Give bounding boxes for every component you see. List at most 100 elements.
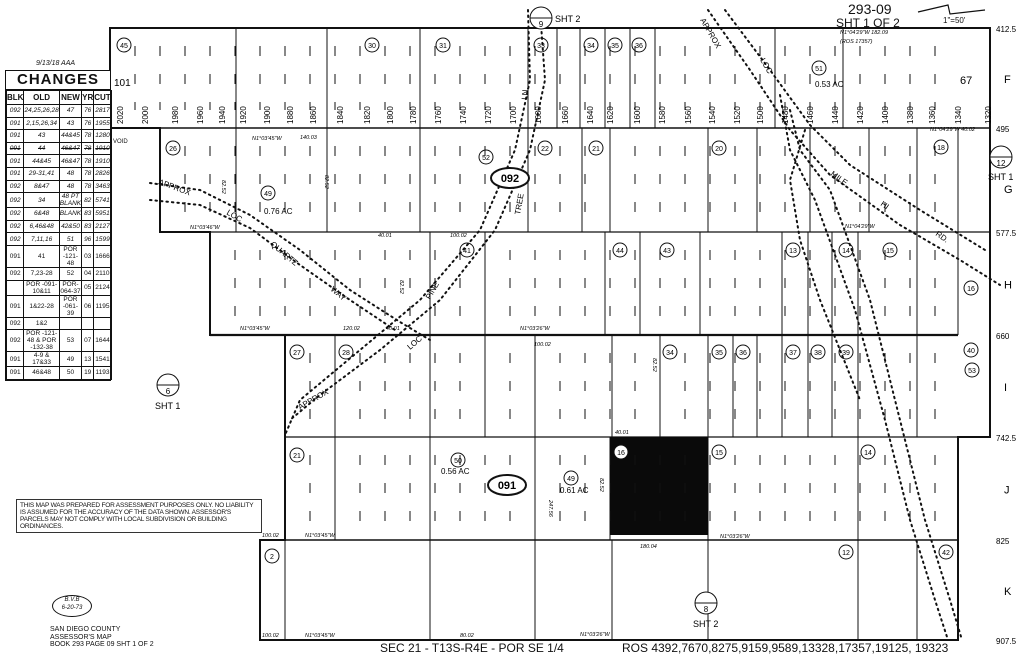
parcel-circle xyxy=(459,242,475,258)
changes-cell-blk: 092 xyxy=(5,207,25,221)
changes-cell-cut: 1541 xyxy=(93,351,112,368)
changes-col-cut: CUT xyxy=(93,90,112,105)
changes-cell-yr: 04 xyxy=(81,266,95,281)
changes-cell-old: 41 xyxy=(23,244,60,268)
changes-cell-old: 1&2 xyxy=(23,316,60,331)
changes-cell-old: 6&48 xyxy=(23,207,60,221)
street-label: APPROX xyxy=(297,387,331,412)
road-mile-hi-rd xyxy=(707,9,1001,286)
parcel-number: 27 xyxy=(293,350,301,357)
sheet-number: SHT 1 OF 2 xyxy=(836,16,900,30)
changes-cell-old: 6,46&48 xyxy=(23,219,60,234)
row-letter-H: H xyxy=(1004,280,1012,292)
changes-cell-blk xyxy=(5,279,25,296)
lot-label-101: 101 xyxy=(114,78,131,89)
parcel-number: 15 xyxy=(715,450,723,457)
lot-number: 1920 xyxy=(239,106,248,124)
change-date-note: 9/13/18 AAA xyxy=(36,60,76,67)
changes-cell-yr: 96 xyxy=(81,232,95,246)
parcel-circle xyxy=(662,344,678,360)
bearing-label: N1°03'26"W xyxy=(580,632,610,638)
changes-cell-yr: 13 xyxy=(81,351,95,368)
lot-number: 1600 xyxy=(633,106,642,124)
changes-cell-old: 44 xyxy=(23,141,60,156)
row-letter-F: F xyxy=(1004,74,1011,86)
changes-cell-new: POR -121-48 xyxy=(58,244,83,268)
changes-cell-blk: 092 xyxy=(5,192,25,209)
bearing-label: N1°03'26"W xyxy=(520,326,550,332)
street-label: LOC xyxy=(406,334,425,352)
changes-cell-new: 48 xyxy=(58,179,83,194)
sheet-ref-label: SHT 1 xyxy=(155,401,180,411)
row-distance: 577.5 xyxy=(996,229,1017,238)
lot-number: 1320 xyxy=(984,106,993,124)
changes-cell-new: 51 xyxy=(58,232,83,246)
parcel-circle xyxy=(933,139,949,155)
bearing-label: 140.03 xyxy=(300,135,318,141)
parcel-circle xyxy=(116,37,132,53)
bearing-label: 100.02 xyxy=(450,233,467,239)
parcel-number: 42 xyxy=(942,550,950,557)
bearing-label: N1°04'29"W xyxy=(845,224,875,230)
parcel-number: 35 xyxy=(611,43,619,50)
parcel-number: 40 xyxy=(967,348,975,355)
changes-cell-yr: 78 xyxy=(81,129,95,143)
bearing-label: (ROS 17357) xyxy=(840,39,873,45)
bearing-label: N1°03'26"W xyxy=(720,534,750,540)
changes-cell-cut: 1193 xyxy=(93,366,112,380)
lot-number: 1460 xyxy=(806,106,815,124)
parcel-circle xyxy=(583,37,599,53)
lot-number: 2020 xyxy=(116,106,125,124)
parcel-number: 51 xyxy=(815,66,823,73)
changes-cell-new: 48 xyxy=(58,166,83,181)
changes-cell-yr: 83 xyxy=(81,207,95,221)
changes-cell-cut: 5741 xyxy=(93,192,112,209)
changes-cell-blk: 092 xyxy=(5,316,25,331)
road-quartz-way-edge xyxy=(149,199,396,331)
changes-cell-new: POR -061-39 xyxy=(58,294,83,318)
changes-cell-yr: 78 xyxy=(81,179,95,194)
sheet-ref-number: 8 xyxy=(704,605,709,614)
lot-number: 1420 xyxy=(856,106,865,124)
changes-cell-cut: 2127 xyxy=(93,219,112,234)
parcel-number: 31 xyxy=(439,43,447,50)
changes-cell-old: 7,23-28 xyxy=(23,266,60,281)
parcel-number: 39 xyxy=(842,350,850,357)
changes-cell-old: 24,25,26,28 xyxy=(23,104,60,118)
parcel-circle xyxy=(711,444,727,460)
bearing-label: N1°04'29"W 182.09 xyxy=(840,30,888,36)
parcel-number: 38 xyxy=(814,350,822,357)
changes-cell-old: 1&22-28 xyxy=(23,294,60,318)
changes-cell-new: 53 xyxy=(58,329,83,353)
bearing-label: 120.02 xyxy=(343,326,360,332)
section-footer: SEC 21 - T13S-R4E - POR SE 1/4 xyxy=(380,641,564,655)
changes-cell-cut: 2110 xyxy=(93,266,112,281)
parcel-circle xyxy=(838,242,854,258)
changes-col-blk: BLK xyxy=(5,90,25,105)
lot-number: 1380 xyxy=(906,106,915,124)
bearing-label: 40.01 xyxy=(615,430,629,436)
parcel-circle xyxy=(260,185,276,201)
changes-cell-cut: 3463 xyxy=(93,179,112,194)
lot-number: 1340 xyxy=(954,106,963,124)
map-number: 293-09 xyxy=(848,1,892,17)
parcel-circle xyxy=(838,544,854,560)
bearing-label: N1°04'29"W 40.02 xyxy=(930,127,975,133)
lot-number: 1800 xyxy=(386,106,395,124)
parcel-circle xyxy=(810,344,826,360)
lot-number: 1880 xyxy=(286,106,295,124)
road-approx-loc-east xyxy=(789,109,963,641)
parcel-circle xyxy=(963,342,979,358)
changes-cell-yr: 76 xyxy=(81,104,95,118)
changes-cell-old: 8&47 xyxy=(23,179,60,194)
parcel-number: 28 xyxy=(342,350,350,357)
lot-number: 1620 xyxy=(606,106,615,124)
changes-cell-yr: 82 xyxy=(81,192,95,209)
parcel-circle xyxy=(563,470,579,486)
